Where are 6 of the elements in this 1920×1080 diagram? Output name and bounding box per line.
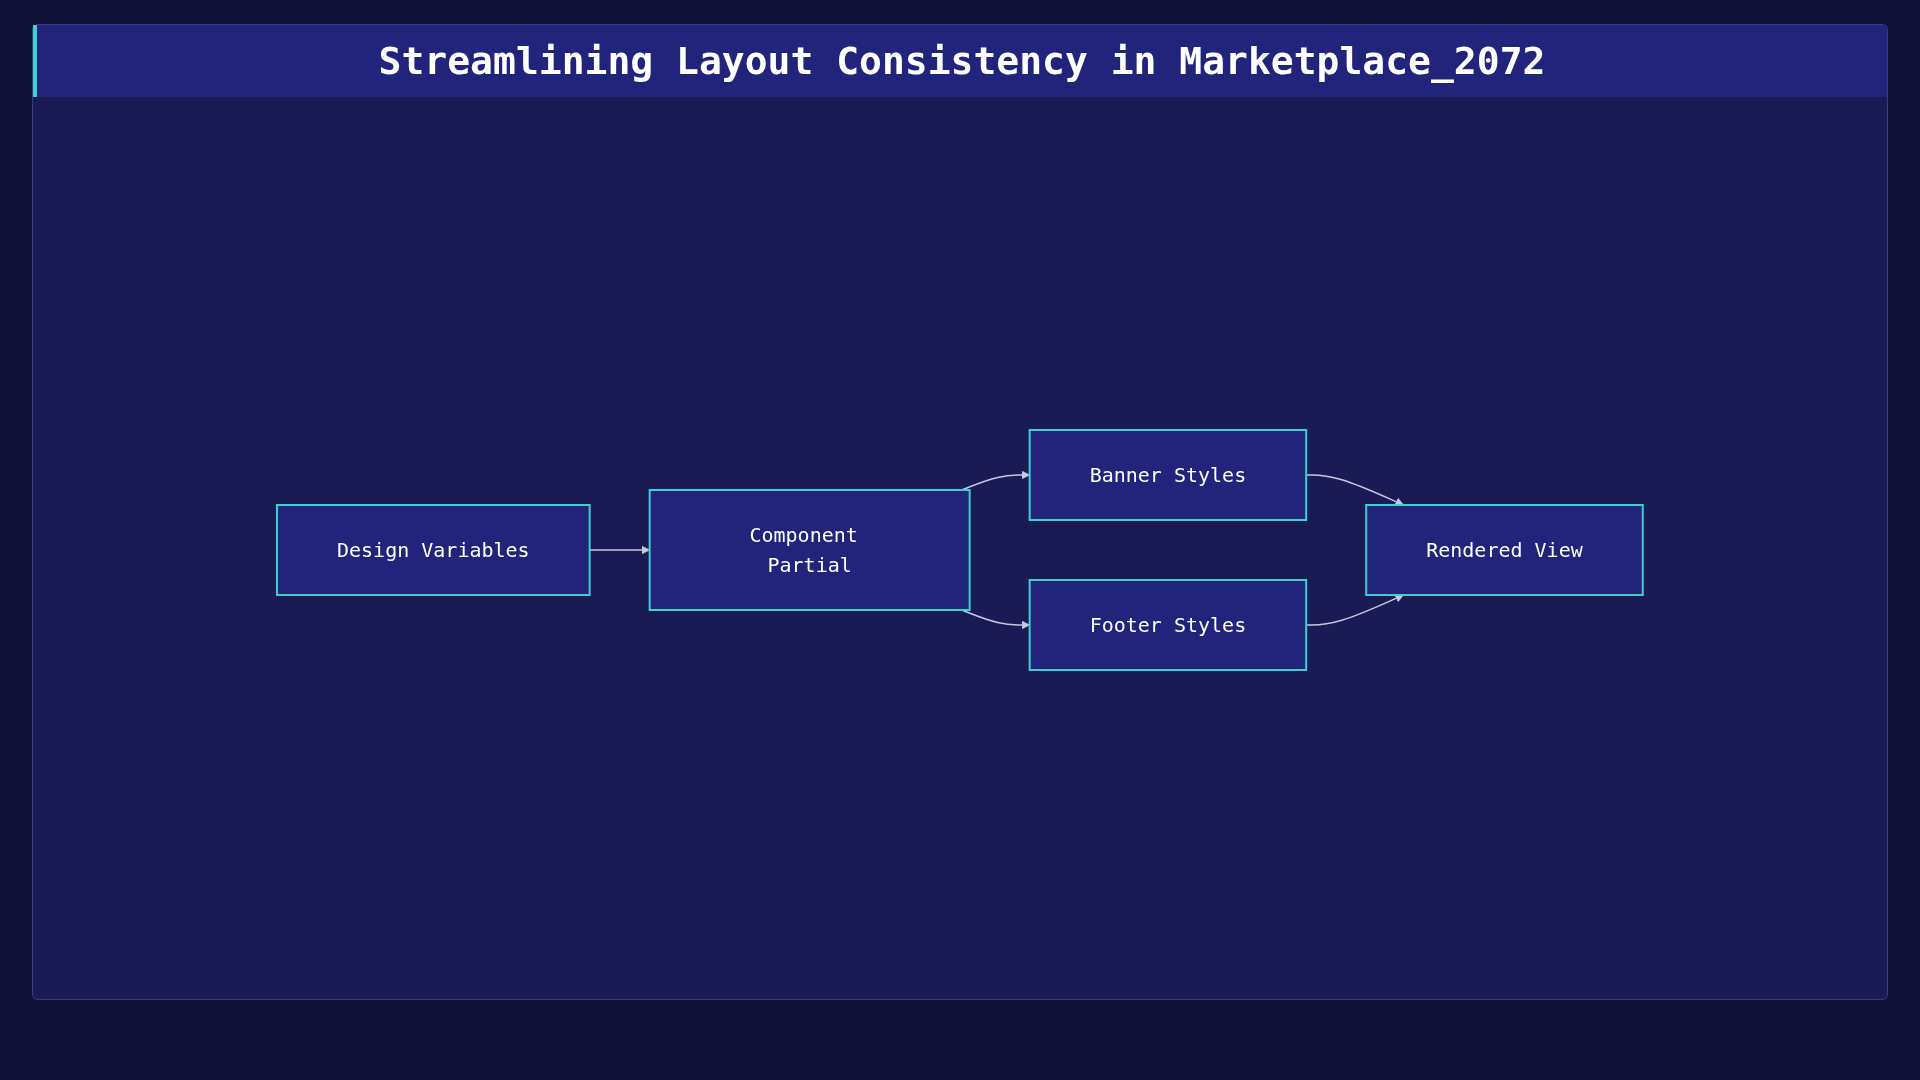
node-box: Design Variables bbox=[276, 504, 591, 596]
node-box: Component Partial bbox=[648, 489, 971, 611]
node-box: Rendered View bbox=[1365, 504, 1644, 596]
node-box: Footer Styles bbox=[1028, 579, 1308, 671]
diagram-title: Streamlining Layout Consistency in Marketplace_2072 bbox=[33, 25, 1887, 97]
node-box: Banner Styles bbox=[1028, 429, 1308, 521]
